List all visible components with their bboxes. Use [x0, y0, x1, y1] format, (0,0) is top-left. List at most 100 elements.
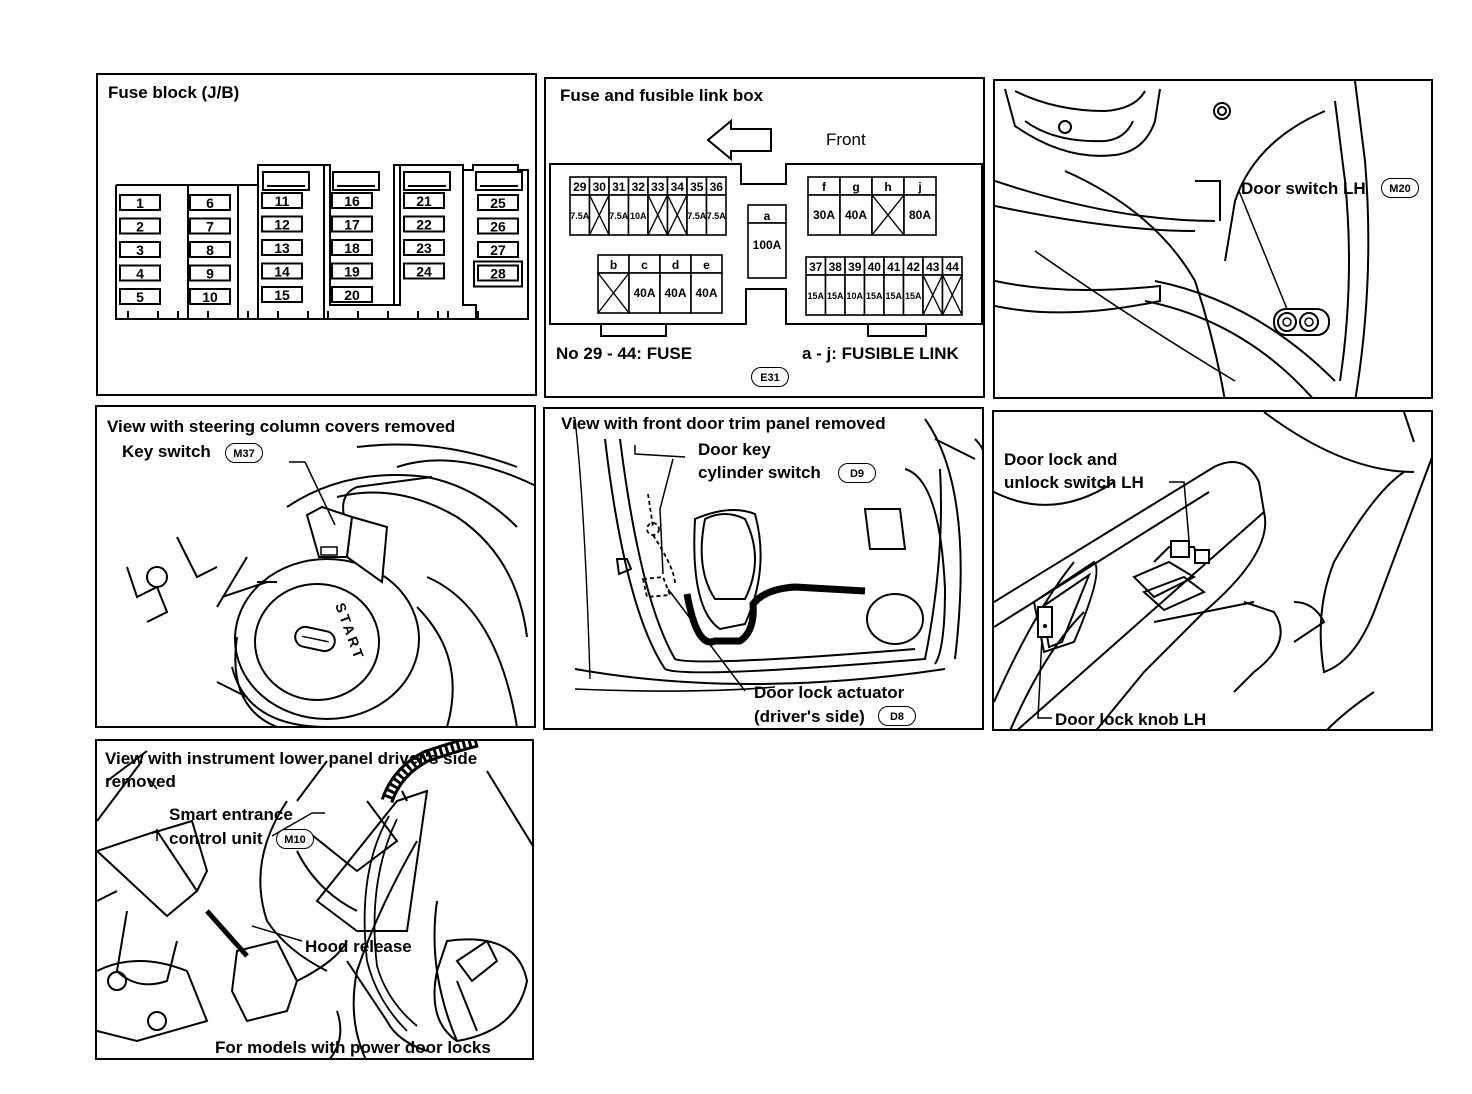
door-lock-actuator-line1: Door lock actuator [754, 683, 905, 702]
fuse-label-25: 25 [490, 195, 506, 211]
key-switch-label: Key switch [122, 442, 211, 461]
door-lock-drawing [994, 412, 1431, 729]
fuse-label-44: 44 [946, 260, 960, 274]
fuse-label-8: 8 [206, 242, 214, 258]
door-lock-switch-panel: Door lock and unlock switch LH Door lock… [992, 410, 1433, 731]
fuse-20 [331, 286, 373, 303]
fuse-label-24: 24 [416, 264, 432, 280]
link-label-e: e [703, 258, 710, 272]
fuse-9 [189, 264, 231, 282]
fuse-2 [119, 217, 161, 235]
fuse-rating-39: 10A [846, 291, 863, 301]
fuse-label-7: 7 [206, 219, 214, 235]
connector-m10: M10 [276, 829, 314, 849]
fuse-label-17: 17 [344, 217, 360, 233]
fuse-label-34: 34 [671, 180, 685, 194]
fuse-rating-31: 7.5A [609, 211, 629, 221]
fuse-8 [189, 241, 231, 258]
fuse-label-20: 20 [344, 287, 360, 303]
link-blank-b [597, 272, 630, 314]
fuse-1 [119, 194, 161, 211]
fuse-label-40: 40 [868, 260, 882, 274]
fuse-block-diagram: 1234567891011121314151617181920212223242… [115, 164, 529, 320]
fuse-label-38: 38 [829, 260, 843, 274]
link-body-j [903, 194, 937, 236]
fuse-18 [331, 239, 373, 256]
fuse-label-1: 1 [136, 195, 144, 211]
door-trim-drawing [574, 418, 982, 692]
fuse-label-10: 10 [202, 289, 218, 305]
front-arrow [706, 118, 772, 162]
door-switch-lh-label: Door switch LH [1241, 179, 1366, 198]
fuse-label-19: 19 [344, 264, 360, 280]
fuse-label-33: 33 [651, 180, 665, 194]
link-body-d [659, 272, 692, 314]
door-key-cylinder-line1: Door key [698, 440, 771, 459]
fuse-14 [261, 262, 303, 280]
fuse-rating-36: 7.5A [707, 211, 727, 221]
fuse-label-42: 42 [907, 260, 921, 274]
fuse-7 [189, 217, 231, 235]
link-label-h: h [884, 180, 891, 194]
fuse-rating-41: 15A [885, 291, 902, 301]
hood-release-label: Hood release [305, 937, 412, 956]
start-text: START [332, 601, 368, 663]
steering-column-panel: START View with steering column covers r… [95, 405, 536, 728]
fuse-label-28: 28 [490, 266, 506, 282]
fuse-label-27: 27 [490, 242, 506, 258]
fuse-17 [331, 215, 373, 233]
fuse-26 [477, 217, 519, 235]
link-label-b: b [610, 258, 617, 272]
connector-d8: D8 [878, 706, 916, 726]
fuse-label-12: 12 [274, 217, 290, 233]
door-lock-switch-line2: unlock switch LH [1004, 473, 1144, 492]
fuse-label-14: 14 [274, 264, 290, 280]
fuse-19 [331, 262, 373, 280]
fuse-27 [477, 241, 519, 258]
fuse-label-31: 31 [612, 180, 626, 194]
fuse-label-16: 16 [344, 193, 360, 209]
fuse-rating-37: 15A [807, 291, 824, 301]
fuse-15 [261, 286, 303, 303]
fuse-rating-29: 7.5A [570, 211, 590, 221]
fuse-rating-42: 15A [905, 291, 922, 301]
link-blank-h [871, 194, 905, 236]
fuse-4 [119, 264, 161, 282]
front-label: Front [826, 130, 866, 149]
fuse-label-6: 6 [206, 195, 214, 211]
fuse-10 [189, 288, 231, 305]
fuse-label-2: 2 [136, 219, 144, 235]
link-rating-e: 40A [695, 286, 717, 300]
fuse-rating-32: 10A [630, 211, 647, 221]
fuse-label-43: 43 [926, 260, 940, 274]
fusible-link-box-title: Fuse and fusible link box [560, 86, 764, 105]
fuse-13 [261, 239, 303, 256]
fuse-label-26: 26 [490, 219, 506, 235]
footnote-power-door-locks: For models with power door locks [215, 1038, 491, 1057]
link-body-e [690, 272, 723, 314]
link-rating-f: 30A [813, 208, 835, 222]
fuse-21 [403, 192, 445, 209]
door-switch-panel: Door switch LH M20 [993, 79, 1433, 399]
smart-entrance-line1: Smart entrance [169, 805, 293, 824]
legend-fusible-link: a - j: FUSIBLE LINK [802, 344, 959, 363]
fuse-rating-40: 15A [866, 291, 883, 301]
fuse-label-21: 21 [416, 193, 432, 209]
legend-fuse: No 29 - 44: FUSE [556, 344, 693, 363]
fuse-label-30: 30 [593, 180, 607, 194]
fuse-label-4: 4 [136, 266, 144, 282]
link-body-a [747, 222, 787, 279]
door-lock-actuator-line2: (driver's side) [754, 707, 865, 726]
fuse-body-36 [705, 194, 727, 236]
fuse-11 [261, 192, 303, 209]
fuse-block-title: Fuse block (J/B) [108, 83, 240, 102]
link-body-g [839, 194, 873, 236]
fuse-6 [189, 194, 231, 211]
link-label-g: g [852, 180, 859, 194]
fuse-label-41: 41 [887, 260, 901, 274]
fuse-blank-44 [941, 274, 963, 316]
key-switch-drawing: START [126, 443, 534, 726]
fuse-label-22: 22 [416, 217, 432, 233]
